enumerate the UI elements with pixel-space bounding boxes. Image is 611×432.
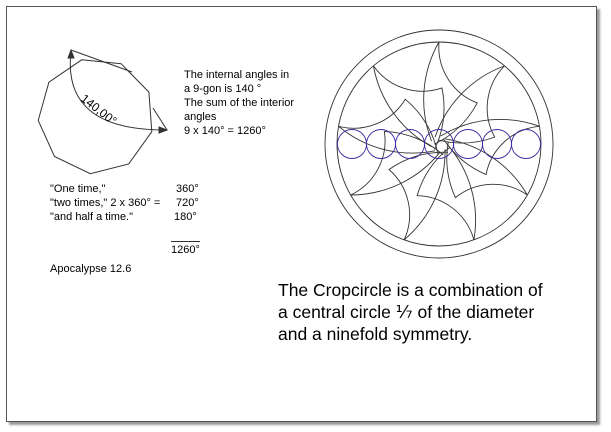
extension-line <box>152 107 168 131</box>
nonagon-outline <box>37 59 153 175</box>
petal <box>388 149 449 241</box>
petal <box>445 138 528 199</box>
petal <box>338 98 439 154</box>
petal <box>423 41 478 145</box>
nonagon <box>37 59 153 175</box>
angles-text: The internal angles in a 9-gon is 140 ° … <box>184 68 294 138</box>
text-line: a 9-gon is 140 ° <box>184 83 262 95</box>
text-line: The internal angles in <box>184 69 290 81</box>
petal <box>434 65 505 144</box>
reference: Apocalypse 12.6 <box>50 263 132 275</box>
text-line: 9 x 140° = 1260° <box>184 125 266 137</box>
arrow-icon <box>67 48 75 59</box>
petal <box>416 143 477 240</box>
time-value: 180° <box>174 211 197 223</box>
arrow-icon <box>158 126 169 134</box>
caption-line: The Cropcircle is a combination of <box>278 280 543 300</box>
small-circle <box>453 129 483 159</box>
dimension-arc <box>69 51 166 131</box>
caption-line: and a ninefold symmetry. <box>278 324 473 344</box>
time-value: 720° <box>176 197 199 209</box>
time-label: "One time," <box>50 183 106 195</box>
page-frame <box>6 6 597 422</box>
dimension-label: 140,00° <box>78 91 119 128</box>
caption: The Cropcircle is a combination of a cen… <box>278 279 543 345</box>
small-circle <box>395 129 425 159</box>
extension-line <box>70 49 133 73</box>
outer-ring <box>324 29 554 259</box>
total-value: 1260° <box>171 241 200 257</box>
small-circle <box>337 129 367 159</box>
text-line: The sum of the interior <box>184 97 295 109</box>
small-circle <box>511 129 541 159</box>
petal <box>350 130 444 196</box>
petal <box>372 65 445 150</box>
small-circles <box>337 129 541 159</box>
angle-dimension <box>67 48 169 134</box>
small-circle <box>366 129 396 159</box>
petal <box>440 119 540 176</box>
time-value: 360° <box>176 183 199 195</box>
caption-line: a central circle ⅐ of the diameter <box>278 302 535 322</box>
small-circle <box>482 129 512 159</box>
time-label: "and half a time." <box>50 211 134 223</box>
text-line: angles <box>184 111 217 123</box>
cropcircle <box>324 29 554 259</box>
time-label: "two times," 2 x 360° = <box>50 197 161 209</box>
